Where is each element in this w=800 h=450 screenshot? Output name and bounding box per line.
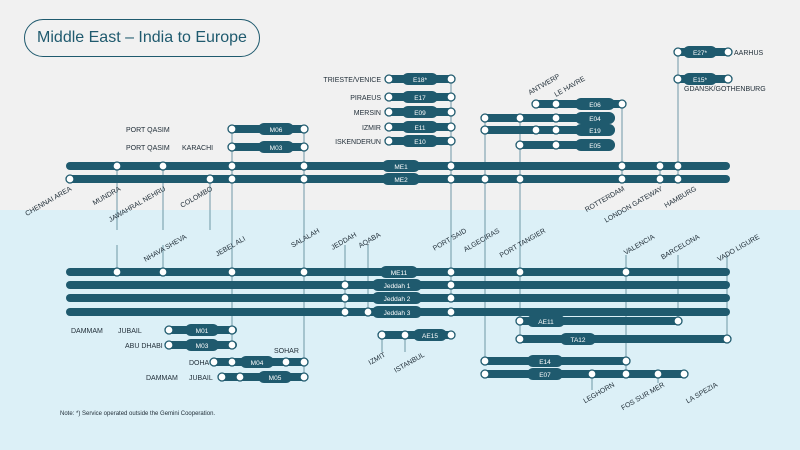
port-karachi: KARACHI: [182, 145, 213, 152]
service-M05-label: M05: [269, 375, 282, 382]
service-E07-label: E07: [539, 372, 551, 379]
service-M04-label: M04: [251, 360, 264, 367]
port-jubail-2: JUBAIL: [189, 375, 213, 382]
service-E27-label: E27*: [693, 50, 708, 57]
service-E18-label: E18*: [413, 77, 428, 84]
service-E15-label: E15*: [693, 77, 708, 84]
service-E10-label: E10: [414, 139, 426, 146]
port-port-qasim-2: PORT QASIM: [126, 145, 170, 152]
service-AE11[interactable]: AE11: [515, 315, 683, 327]
service-E19[interactable]: E19: [480, 124, 615, 136]
service-E14[interactable]: E14: [480, 355, 631, 367]
service-ME2-label: ME2: [394, 177, 408, 184]
service-Jeddah3[interactable]: Jeddah 3: [66, 306, 730, 318]
service-TA12[interactable]: TA12: [515, 333, 732, 345]
port-iskenderun: ISKENDERUN: [335, 139, 381, 146]
port-trieste: TRIESTE/VENICE: [323, 77, 381, 84]
service-E15[interactable]: E15*: [673, 73, 733, 85]
service-M06[interactable]: M06: [227, 123, 309, 135]
service-ME1-label: ME1: [394, 164, 408, 171]
service-E04[interactable]: E04: [480, 112, 615, 124]
service-M03-bottom-label: M03: [196, 343, 209, 350]
lower-background: [0, 210, 800, 450]
port-doha: DOHA: [189, 360, 210, 367]
service-M06-label: M06: [270, 127, 283, 134]
service-ME11[interactable]: ME11: [66, 266, 730, 278]
service-E10[interactable]: E10: [384, 135, 456, 147]
service-E09-label: E09: [414, 110, 426, 117]
service-M04[interactable]: M04: [209, 356, 309, 368]
service-Jeddah2-label: Jeddah 2: [384, 296, 411, 303]
port-dammam-1: DAMMAM: [71, 328, 103, 335]
service-M03-bottom[interactable]: M03: [164, 339, 237, 351]
service-M01-label: M01: [196, 328, 209, 335]
service-E09[interactable]: E09: [384, 106, 456, 118]
port-piraeus: PIRAEUS: [350, 95, 381, 102]
service-E27[interactable]: E27*: [673, 46, 733, 58]
service-E18[interactable]: E18*: [384, 73, 456, 85]
service-E11-label: E11: [414, 125, 425, 132]
service-M01[interactable]: M01: [164, 324, 237, 336]
service-Jeddah1-label: Jeddah 1: [384, 283, 411, 290]
service-E19-label: E19: [589, 128, 601, 135]
service-E11[interactable]: E11: [384, 121, 456, 133]
service-AE15-label: AE15: [422, 333, 438, 340]
port-izmir: IZMIR: [362, 125, 381, 132]
port-aarhus: AARHUS: [734, 50, 764, 57]
service-AE15[interactable]: AE15: [377, 329, 456, 341]
footnote: Note: *) Service operated outside the Ge…: [60, 411, 216, 417]
service-M03-top[interactable]: M03: [227, 141, 309, 153]
service-ME11-label: ME11: [391, 270, 408, 277]
service-ME1[interactable]: ME1: [66, 160, 730, 172]
port-jubail-1: JUBAIL: [118, 328, 142, 335]
port-dammam-2: DAMMAM: [146, 375, 178, 382]
service-E04-label: E04: [589, 116, 601, 123]
service-E17-label: E17: [414, 95, 426, 102]
service-M05[interactable]: M05: [217, 371, 309, 383]
service-AE11-label: AE11: [538, 319, 554, 326]
service-Jeddah2[interactable]: Jeddah 2: [66, 292, 730, 304]
service-ME2[interactable]: ME2: [65, 173, 730, 185]
port-abu-dhabi: ABU DHABI: [125, 343, 163, 350]
service-E05-label: E05: [589, 143, 601, 150]
service-M03-top-label: M03: [270, 145, 283, 152]
service-TA12-label: TA12: [570, 337, 585, 344]
service-E05[interactable]: E05: [515, 139, 615, 151]
service-E06[interactable]: E06: [531, 98, 627, 110]
port-mersin: MERSIN: [354, 110, 381, 117]
service-Jeddah1[interactable]: Jeddah 1: [66, 279, 730, 291]
service-E07[interactable]: E07: [480, 368, 689, 380]
title-box: Middle East – India to Europe: [24, 19, 260, 57]
service-E06-label: E06: [589, 102, 601, 109]
page-title: Middle East – India to Europe: [37, 29, 247, 46]
port-port-qasim-1: PORT QASIM: [126, 127, 170, 134]
service-Jeddah3-label: Jeddah 3: [384, 310, 411, 317]
service-E14-label: E14: [539, 359, 551, 366]
port-sohar: SOHAR: [274, 348, 299, 355]
service-E17[interactable]: E17: [384, 91, 456, 103]
port-gdansk: GDANSK/GOTHENBURG: [684, 86, 766, 93]
